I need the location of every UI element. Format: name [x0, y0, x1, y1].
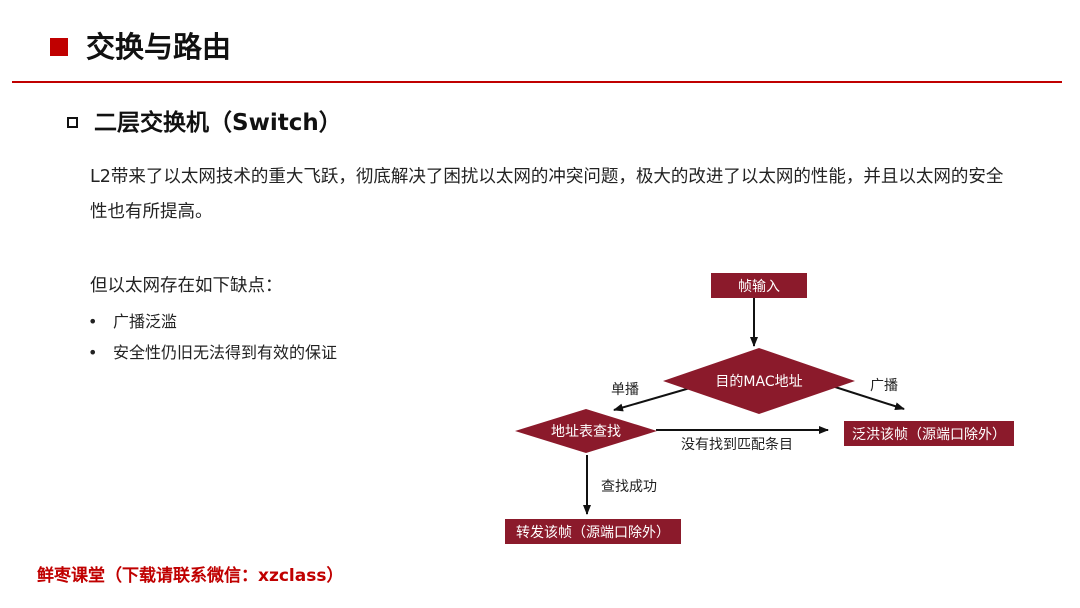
forward-frame-node	[505, 519, 681, 544]
flood-frame-label: 泛洪该帧（源端口除外）	[852, 427, 1006, 443]
edge-label-broadcast: 广播	[870, 378, 898, 394]
edge-mac-to-lookup	[613, 387, 691, 412]
section-title: 二层交换机（Switch）	[94, 110, 342, 136]
edge-label-unicast: 单播	[611, 382, 639, 398]
intro-paragraph: L2带来了以太网技术的重大飞跃，彻底解决了困扰以太网的冲突问题，极大的改进了以太…	[90, 167, 1004, 222]
edge-mac-to-flood	[831, 385, 905, 411]
frame-input-label: 帧输入	[738, 279, 780, 295]
title-divider	[12, 81, 1062, 83]
drawbacks-list: 广播泛滥 安全性仍旧无法得到有效的保证	[88, 306, 337, 368]
page-title: 交换与路由	[86, 30, 232, 64]
list-item: 广播泛滥	[88, 306, 337, 337]
title-marker-icon	[50, 38, 68, 56]
forward-frame-label: 转发该帧（源端口除外）	[516, 525, 670, 541]
table-lookup-label: 地址表查找	[551, 424, 621, 440]
drawbacks-heading: 但以太网存在如下缺点：	[90, 276, 283, 296]
edge-label-lookup-success: 查找成功	[601, 479, 657, 495]
list-item: 安全性仍旧无法得到有效的保证	[88, 337, 337, 368]
dest-mac-label: 目的MAC地址	[715, 374, 802, 390]
flood-frame-node	[844, 421, 1014, 446]
hollow-square-bullet-icon	[67, 117, 78, 128]
edge-label-no-match: 没有找到匹配条目	[681, 436, 793, 453]
dest-mac-decision-node	[663, 348, 855, 414]
footer-watermark: 鲜枣课堂（下载请联系微信：xzclass）	[37, 566, 344, 586]
table-lookup-decision-node	[515, 409, 657, 453]
frame-input-node	[711, 273, 807, 298]
